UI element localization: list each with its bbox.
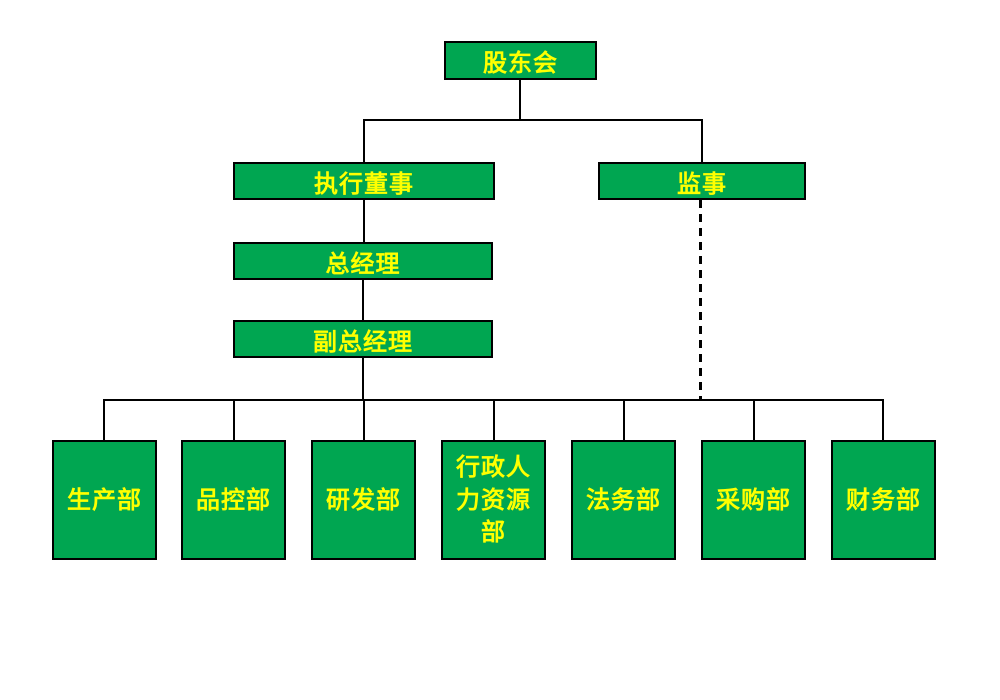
connector-gm-to-dgm: [362, 279, 364, 321]
connector-procurement-drop: [753, 399, 755, 441]
connector-level2-bus: [363, 119, 703, 121]
connector-production-drop: [103, 399, 105, 441]
node-procurement-dept[interactable]: 采购部: [701, 440, 806, 560]
connector-supervisor-drop: [701, 119, 703, 164]
connector-legal-drop: [623, 399, 625, 441]
node-admin-hr-dept[interactable]: 行政人 力资源 部: [441, 440, 546, 560]
node-deputy-general-manager[interactable]: 副总经理: [233, 320, 493, 358]
connector-finance-drop: [882, 399, 884, 441]
connector-admin-hr-drop: [493, 399, 495, 441]
node-general-manager[interactable]: 总经理: [233, 242, 493, 280]
node-legal-dept[interactable]: 法务部: [571, 440, 676, 560]
node-quality-control-dept[interactable]: 品控部: [181, 440, 286, 560]
node-shareholders-meeting[interactable]: 股东会: [444, 41, 597, 80]
node-production-dept[interactable]: 生产部: [52, 440, 157, 560]
connector-ed-to-gm: [363, 199, 365, 243]
node-executive-director[interactable]: 执行董事: [233, 162, 495, 200]
connector-dgm-down: [362, 357, 364, 401]
connector-shareholders-down: [519, 80, 521, 121]
connector-supervisor-dashed: [699, 200, 702, 401]
node-supervisor[interactable]: 监事: [598, 162, 806, 200]
connector-executive-director-drop: [363, 119, 365, 164]
connector-quality-control-drop: [233, 399, 235, 441]
node-rd-dept[interactable]: 研发部: [311, 440, 416, 560]
node-finance-dept[interactable]: 财务部: [831, 440, 936, 560]
connector-rd-drop: [363, 399, 365, 441]
